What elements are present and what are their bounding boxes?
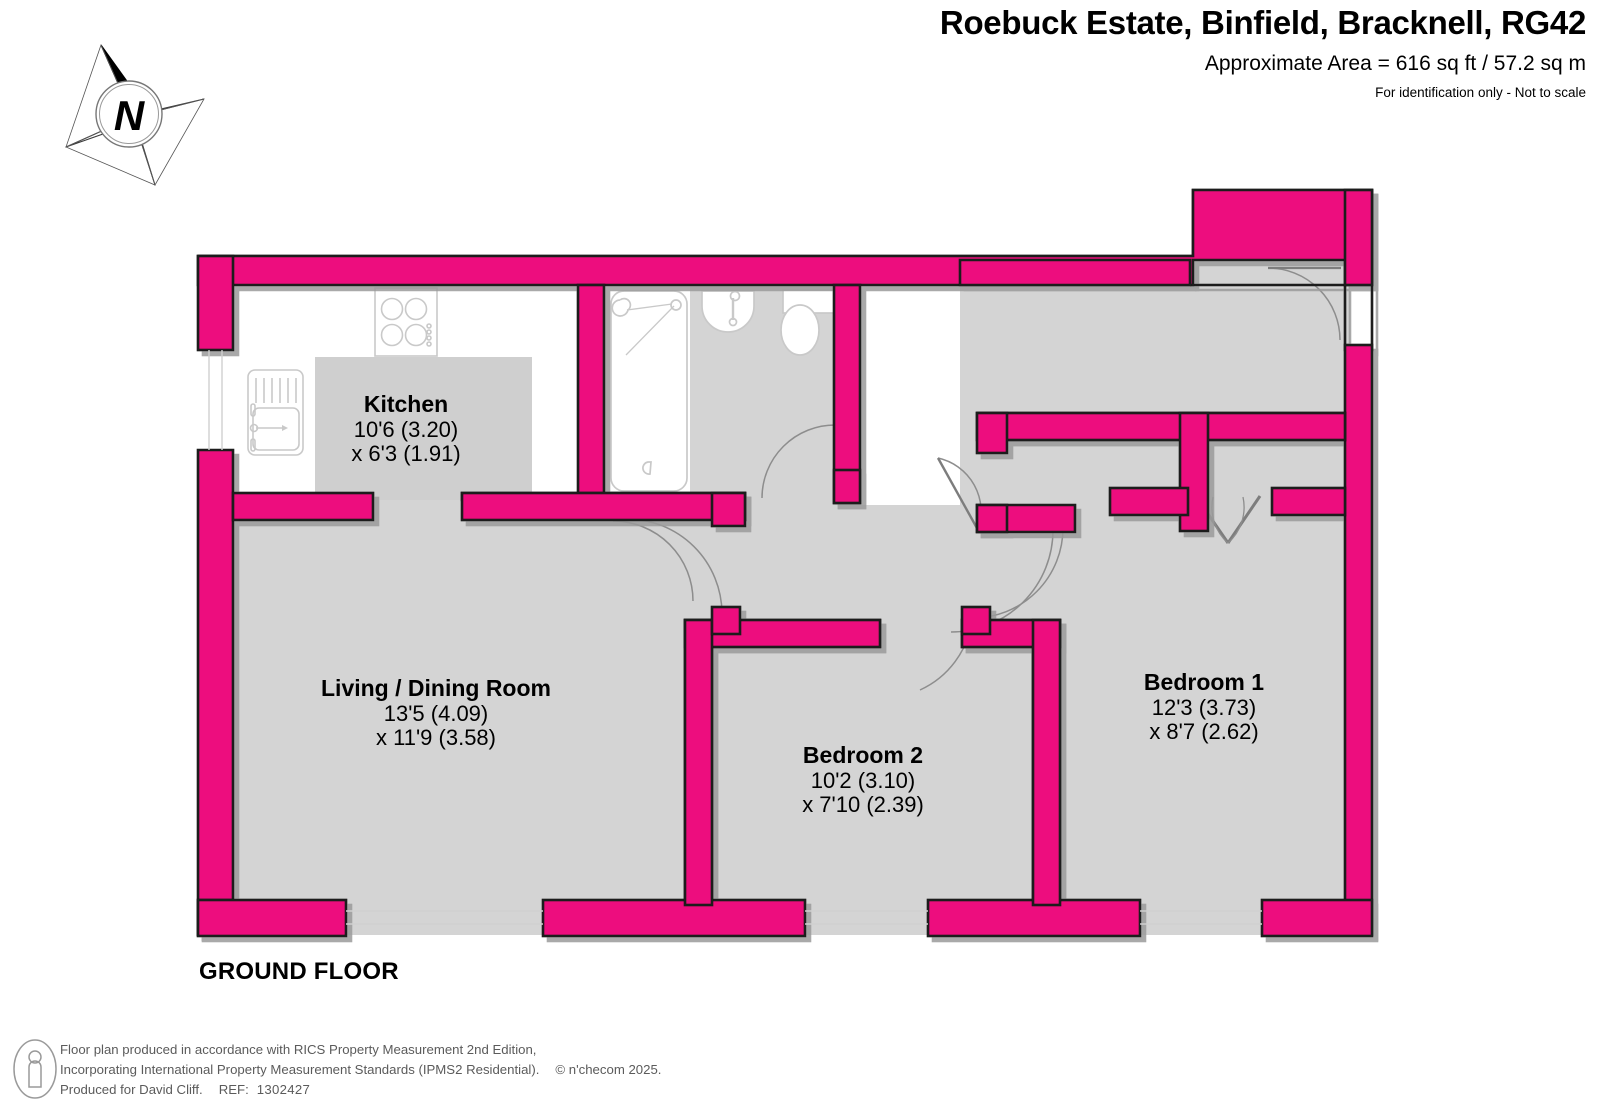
footer-line-3a: Produced for David Cliff. xyxy=(60,1082,203,1098)
footer-disclaimer: Floor plan produced in accordance with R… xyxy=(60,1040,661,1100)
approximate-area: Approximate Area = 616 sq ft / 57.2 sq m xyxy=(1204,51,1586,75)
footer-ref-label: REF: xyxy=(218,1082,249,1098)
footer-line-2a: Incorporating International Property Mea… xyxy=(60,1062,540,1078)
room-label-bedroom1: Bedroom 1 12'3 (3.73) x 8'7 (2.62) xyxy=(1144,669,1264,744)
floor-level-label: GROUND FLOOR xyxy=(199,958,399,985)
page-title: Roebuck Estate, Binfield, Bracknell, RG4… xyxy=(939,4,1586,41)
kitchen-dim1: 10'6 (3.20) xyxy=(354,417,459,442)
room-label-living: Living / Dining Room 13'5 (4.09) x 11'9 … xyxy=(321,675,551,750)
window-lines xyxy=(208,350,1262,925)
room-label-bedroom2: Bedroom 2 10'2 (3.10) x 7'10 (2.39) xyxy=(802,742,924,817)
footer-line-1: Floor plan produced in accordance with R… xyxy=(60,1042,537,1057)
rics-person-icon xyxy=(12,1038,58,1100)
floor-plan-svg: Kitchen 10'6 (3.20) x 6'3 (1.91) Living … xyxy=(196,188,1374,938)
kitchen-name: Kitchen xyxy=(364,391,448,417)
living-name: Living / Dining Room xyxy=(321,675,551,701)
bedroom1-dim2: x 8'7 (2.62) xyxy=(1149,719,1258,744)
bedroom2-name: Bedroom 2 xyxy=(803,742,923,768)
bedroom2-dim1: 10'2 (3.10) xyxy=(811,768,916,793)
bedroom1-name: Bedroom 1 xyxy=(1144,669,1264,695)
living-dim1: 13'5 (4.09) xyxy=(384,701,489,726)
compass-north-label: N xyxy=(114,92,146,139)
bedroom1-dim1: 12'3 (3.73) xyxy=(1152,695,1257,720)
fixture-wash-basin xyxy=(701,290,755,333)
compass-rose: N xyxy=(58,42,208,192)
bedroom2-dim2: x 7'10 (2.39) xyxy=(802,792,924,817)
fixture-bathtub xyxy=(610,290,688,497)
kitchen-worktop xyxy=(315,357,532,500)
kitchen-dim2: x 6'3 (1.91) xyxy=(351,441,460,466)
plan-header: Roebuck Estate, Binfield, Bracknell, RG4… xyxy=(940,4,1586,100)
floor-plan: Kitchen 10'6 (3.20) x 6'3 (1.91) Living … xyxy=(196,188,1374,938)
fixture-sink xyxy=(247,369,304,456)
living-dim2: x 11'9 (3.58) xyxy=(376,725,496,750)
footer-ref-number: 1302427 xyxy=(256,1082,311,1098)
plan-footer: Floor plan produced in accordance with R… xyxy=(0,1014,1600,1104)
walls xyxy=(196,188,1374,938)
fixture-hob xyxy=(374,287,438,357)
compass-star-icon xyxy=(65,43,205,186)
footer-copyright: © n'checom 2025. xyxy=(555,1062,662,1078)
identification-note: For identification only - Not to scale xyxy=(1375,84,1586,100)
fixture-toilet xyxy=(780,289,842,356)
room-label-kitchen: Kitchen 10'6 (3.20) x 6'3 (1.91) xyxy=(351,391,460,466)
